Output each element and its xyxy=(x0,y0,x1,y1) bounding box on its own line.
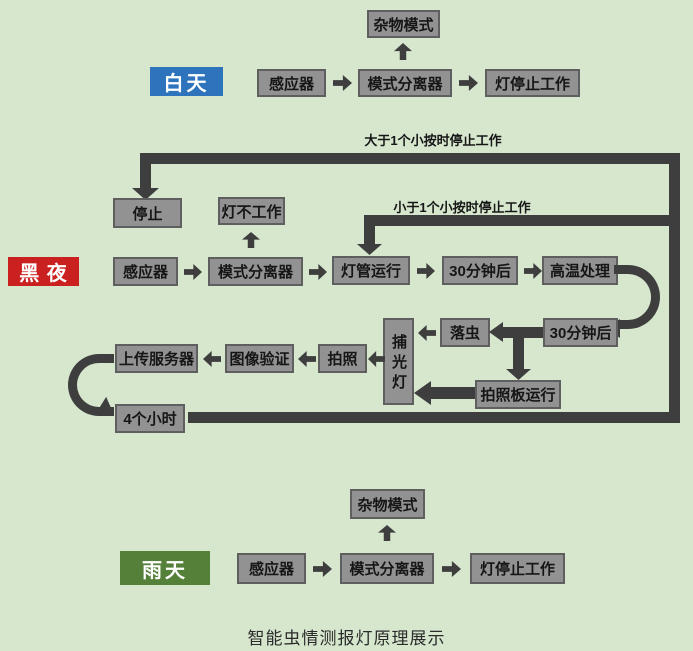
node-night-light-trap: 捕光灯 xyxy=(383,318,414,405)
arrow-right-icon xyxy=(524,263,542,279)
tag-day: 白天 xyxy=(150,67,223,96)
node-night-4hours: 4个小时 xyxy=(115,404,185,433)
node-night-lamp-run: 灯管运行 xyxy=(332,256,410,285)
connector-line xyxy=(513,327,524,371)
arrowhead-left xyxy=(414,381,431,405)
node-night-mode-separator: 模式分离器 xyxy=(208,257,303,286)
label-greater-than-1h: 大于1个小按时停止工作 xyxy=(364,133,502,148)
node-night-30min-2: 30分钟后 xyxy=(543,318,618,347)
curved-connector xyxy=(614,265,660,329)
node-night-30min: 30分钟后 xyxy=(442,256,518,285)
node-night-high-temp: 高温处理 xyxy=(542,256,618,285)
node-day-lamp-stop: 灯停止工作 xyxy=(485,69,580,97)
node-night-photo: 拍照 xyxy=(318,344,367,373)
connector-line xyxy=(364,215,680,226)
diagram-caption: 智能虫情测报灯原理展示 xyxy=(247,629,446,648)
node-night-image-verify: 图像验证 xyxy=(225,344,294,373)
node-night-photo-board: 拍照板运行 xyxy=(475,380,561,409)
connector-line xyxy=(430,387,475,399)
arrow-left-icon xyxy=(298,351,316,367)
node-rain-mode-separator: 模式分离器 xyxy=(340,553,434,584)
arrow-left-icon xyxy=(203,351,221,367)
arrowhead-down xyxy=(506,369,531,380)
arrow-up-icon xyxy=(394,43,412,60)
connector-line xyxy=(140,153,680,164)
curved-connector xyxy=(68,354,114,416)
label-less-than-1h: 小于1个小按时停止工作 xyxy=(393,200,531,215)
tag-night: 黑 夜 xyxy=(8,257,79,286)
arrow-right-icon xyxy=(184,264,202,280)
arrowhead-down xyxy=(357,244,382,255)
node-rain-lamp-stop: 灯停止工作 xyxy=(470,553,565,584)
arrow-right-icon xyxy=(309,264,327,280)
arrow-right-icon xyxy=(442,561,461,577)
arrow-right-icon xyxy=(313,561,332,577)
arrow-right-icon xyxy=(417,263,435,279)
arrow-left-icon xyxy=(418,325,436,341)
node-day-misc-mode: 杂物模式 xyxy=(367,10,440,38)
node-day-sensor: 感应器 xyxy=(257,69,326,97)
node-night-stop: 停止 xyxy=(113,198,182,228)
node-night-lamp-off: 灯不工作 xyxy=(218,197,285,225)
connector-line xyxy=(364,215,375,245)
arrow-up-icon xyxy=(242,232,260,248)
connector-line xyxy=(188,412,680,423)
arrow-right-icon xyxy=(459,75,478,91)
node-night-upload: 上传服务器 xyxy=(115,344,198,373)
tag-rain: 雨天 xyxy=(120,551,210,585)
node-night-insect-drop: 落虫 xyxy=(440,318,490,347)
arrow-up-icon xyxy=(378,525,396,541)
node-rain-misc-mode: 杂物模式 xyxy=(350,489,425,519)
node-night-sensor: 感应器 xyxy=(113,257,178,286)
arrow-right-icon xyxy=(333,75,352,91)
connector-line xyxy=(669,153,680,423)
node-rain-sensor: 感应器 xyxy=(237,553,306,584)
node-day-mode-separator: 模式分离器 xyxy=(358,69,452,97)
connector-line xyxy=(140,153,151,189)
